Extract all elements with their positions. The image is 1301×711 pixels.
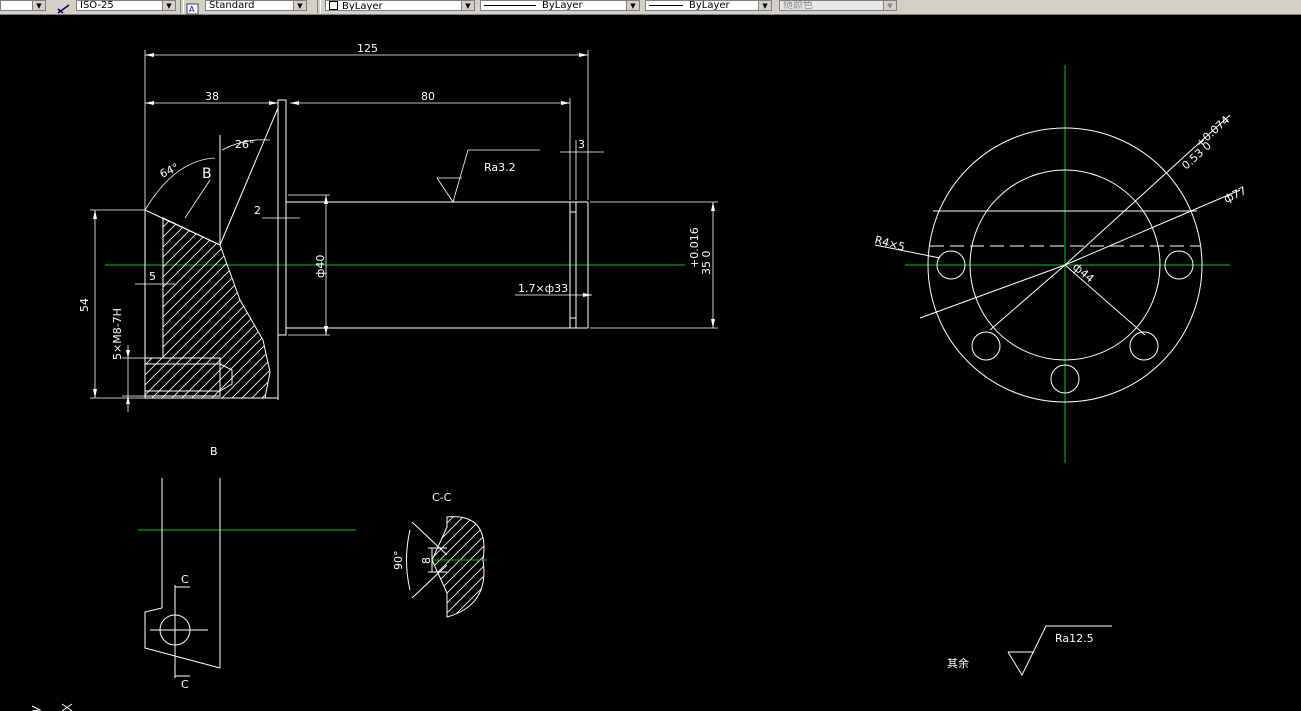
detail-b-text: B C C (181, 445, 218, 691)
cone-line (219, 107, 279, 246)
dia-40: ф40 (314, 255, 327, 278)
detail-view-b (138, 478, 356, 678)
chevron-down-icon[interactable]: ▼ (293, 1, 306, 10)
chevron-down-icon[interactable]: ▼ (461, 1, 474, 10)
bolt-hole (971, 331, 1001, 361)
dim-3: 3 (578, 138, 585, 151)
radius-r4x5: R4×5 (873, 233, 906, 254)
section-mark-c-bottom: C (181, 678, 189, 691)
linetype-preview-icon (484, 4, 536, 6)
detail-b-title: B (210, 445, 218, 458)
leader-53 (1064, 114, 1231, 266)
chevron-down-icon[interactable]: ▼ (883, 1, 896, 10)
side-view (874, 65, 1241, 463)
chevron-down-icon[interactable]: ▼ (626, 1, 639, 10)
textstyle-select[interactable]: Standard▼ (205, 0, 307, 11)
thread-hole (144, 357, 221, 397)
drawing-canvas[interactable]: 125 38 80 3 2 5 64° 26° B Ra3.2 1.7×ф33 … (0, 15, 1301, 711)
linetype-select[interactable]: ByLayer▼ (480, 0, 640, 11)
textstyle-icon[interactable]: A (186, 0, 200, 15)
svg-text:A: A (189, 5, 195, 14)
toolbar-left-combo[interactable]: ▼ (0, 0, 46, 11)
properties-toolbar: ▼ ISO-25▼ A Standard▼ ByLayer▼ ByLayer▼ … (0, 0, 1301, 15)
dim-8: 8 (420, 557, 433, 564)
lineweight-preview-icon (649, 4, 683, 6)
tol-lower: 35 0 (700, 251, 713, 276)
front-dimensions (90, 50, 718, 412)
lineweight-select[interactable]: ByLayer▼ (645, 0, 772, 11)
angle-26: 26° (235, 138, 255, 151)
bolt-hole (936, 250, 966, 280)
bolt-hole (1164, 250, 1194, 280)
dim-54: 54 (78, 298, 91, 312)
note-others: 其余 (947, 656, 969, 670)
roughness-ra125: Ra12.5 (1055, 632, 1094, 645)
flange (277, 99, 287, 336)
leader-77 (1064, 189, 1241, 266)
section-cc-title: C-C (432, 491, 452, 504)
bolt-hole (1129, 331, 1159, 361)
roughness-ra32: Ra3.2 (484, 161, 516, 174)
dim-80: 80 (421, 90, 435, 103)
toolbar-separator (317, 0, 321, 13)
color-swatch-icon (329, 1, 338, 10)
hatched-section (144, 217, 271, 399)
dim-2: 2 (254, 204, 261, 217)
dimension-arrows (93, 53, 715, 404)
color-select[interactable]: ByLayer▼ (325, 0, 475, 11)
chamfer-line (144, 209, 221, 246)
tol-upper: +0.016 (688, 227, 701, 268)
thread-spec: 5×M8-7H (111, 308, 124, 360)
leader-r45 (919, 264, 1066, 319)
bolt-hole (1050, 364, 1080, 394)
front-dimension-text: 125 38 80 3 2 5 64° 26° B Ra3.2 1.7×ф33 … (78, 42, 713, 360)
section-mark-c-top: C (181, 573, 189, 586)
toolbar-separator (180, 0, 184, 13)
chevron-down-icon[interactable]: ▼ (162, 1, 175, 10)
dim-38: 38 (205, 90, 219, 103)
plotstyle-select[interactable]: 随颜色▼ (779, 0, 897, 11)
general-roughness (1007, 625, 1112, 677)
groove-dim: 1.7×ф33 (518, 282, 568, 295)
dim-125: 125 (357, 42, 378, 55)
angle-90: 90° (392, 551, 405, 571)
view-label-b: B (202, 166, 212, 182)
groove (569, 201, 577, 329)
dia-77: ф77 (1222, 184, 1249, 206)
dim-5: 5 (149, 270, 156, 283)
ucs-icon (31, 703, 73, 711)
angle-64: 64° (158, 161, 181, 181)
roughness-symbol (436, 149, 540, 203)
section-cc-text: C-C 90° 8 (392, 491, 452, 570)
chevron-down-icon[interactable]: ▼ (758, 1, 771, 10)
section-c-c (406, 516, 487, 618)
dimstyle-icon[interactable] (57, 0, 71, 14)
inner-circle (969, 169, 1161, 361)
outer-circle (927, 127, 1203, 403)
dimstyle-select[interactable]: ISO-25▼ (76, 0, 176, 11)
chevron-down-icon[interactable]: ▼ (32, 1, 45, 10)
front-view (105, 99, 685, 400)
